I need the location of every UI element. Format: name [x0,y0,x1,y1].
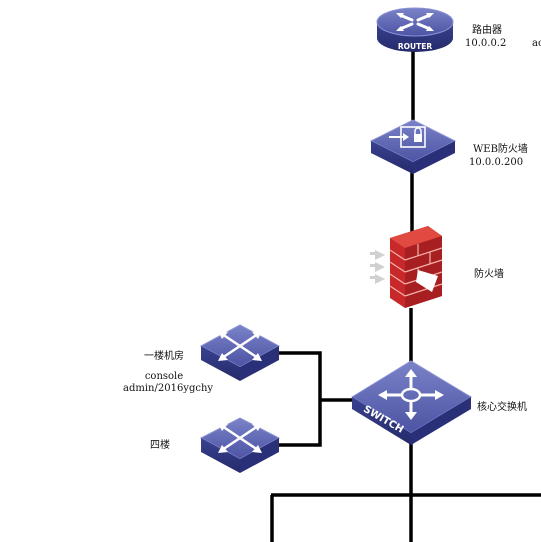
links [270,50,541,542]
router-ip: 10.0.0.2 [465,38,507,49]
floor1-name: 一楼机房 [144,351,184,362]
floor1-switch-icon [199,324,281,381]
web-firewall-ip: 10.0.0.200 [469,157,524,168]
router-icon [376,7,454,52]
router-extra: ac [532,38,541,49]
firewall-name: 防火墙 [474,269,504,280]
router-name: 路由器 [472,25,502,36]
floor4-switch-icon [199,417,281,473]
floor1-credentials: admin/2016ygchy [123,383,214,394]
core-switch-name: 核心交换机 [477,402,527,413]
router-badge: ROUTER [398,42,432,51]
floor4-name: 四楼 [150,440,170,451]
floor1-console: console [144,371,184,382]
web-firewall-icon [369,119,457,174]
brick-firewall-icon [370,226,443,308]
core-switch-icon [351,360,472,445]
link-floor1-core [276,351,322,447]
web-firewall-name: WEB防火墙 [473,144,528,155]
